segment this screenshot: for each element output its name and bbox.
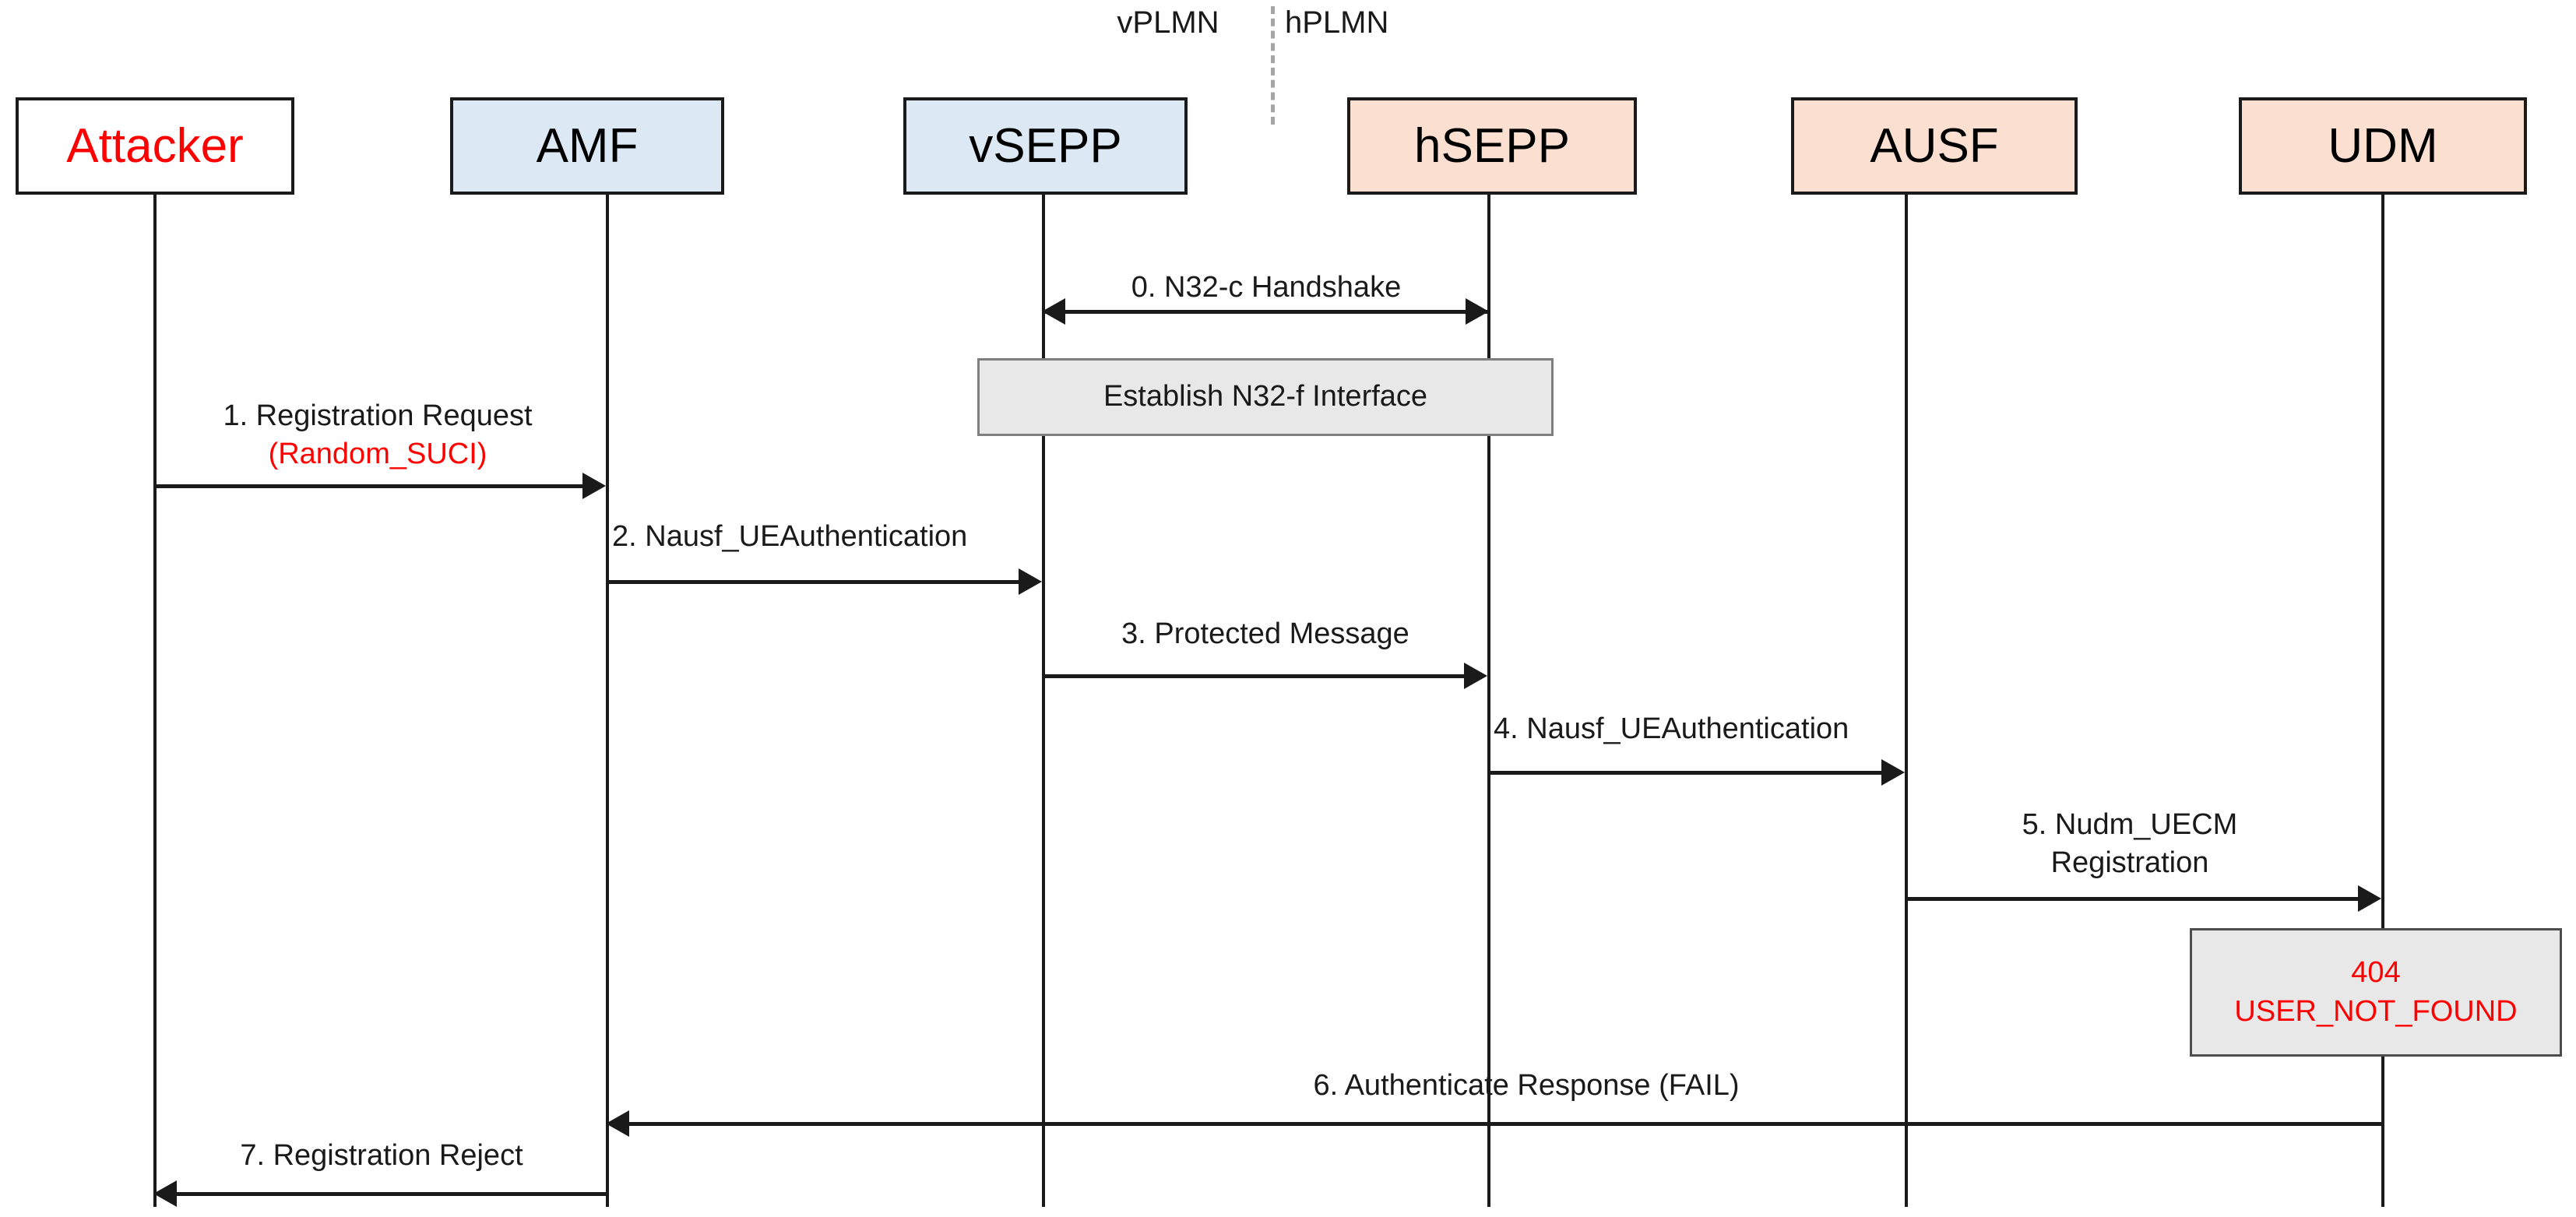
message-label-5-sublabel: Registration: [2050, 846, 2209, 879]
message-line-0: [1043, 310, 1489, 314]
lifeline-vsepp: [1042, 195, 1045, 1207]
message-line-3: [1043, 674, 1466, 678]
lifeline-attacker: [153, 195, 157, 1207]
message-label-0: 0. N32-c Handshake: [1131, 271, 1402, 304]
message-label-5: 5. Nudm_UECM Registration: [1912, 806, 2348, 881]
message-line-5: [1905, 897, 2358, 901]
message-label-1-main: 1. Registration Request: [223, 399, 533, 432]
message-arrowhead-6: [606, 1110, 629, 1137]
message-arrowhead-0-left: [1042, 298, 1065, 325]
message-arrowhead-7: [153, 1180, 177, 1207]
participant-box-amf[interactable]: AMF: [450, 97, 724, 195]
participant-box-attacker[interactable]: Attacker: [16, 97, 294, 195]
message-line-6: [623, 1122, 2381, 1126]
note-error-message: USER_NOT_FOUND: [2234, 994, 2518, 1028]
lifeline-hsepp: [1487, 195, 1490, 1207]
message-label-2: 2. Nausf_UEAuthentication: [612, 520, 968, 553]
message-arrowhead-2: [1019, 568, 1042, 595]
participant-box-vsepp[interactable]: vSEPP: [903, 97, 1188, 195]
message-arrowhead-0-right: [1466, 298, 1489, 325]
zone-label-vplmn: vPLMN: [1117, 5, 1219, 40]
lifeline-udm: [2381, 195, 2384, 1207]
message-label-7: 7. Registration Reject: [240, 1139, 523, 1172]
message-arrowhead-1: [582, 473, 606, 499]
message-arrowhead-5: [2358, 885, 2381, 912]
message-arrowhead-3: [1464, 663, 1487, 689]
zone-label-hplmn: hPLMN: [1285, 5, 1389, 40]
message-arrowhead-4: [1881, 759, 1905, 786]
plmn-divider: [1271, 6, 1275, 125]
note-establish-n32f: Establish N32-f Interface: [977, 358, 1554, 436]
message-line-7: [171, 1192, 607, 1196]
lifeline-amf: [606, 195, 609, 1207]
message-label-1-sublabel: (Random_SUCI): [268, 437, 487, 470]
note-user-not-found: 404 USER_NOT_FOUND: [2190, 928, 2562, 1057]
message-line-1: [155, 484, 584, 488]
message-label-6: 6. Authenticate Response (FAIL): [1313, 1069, 1740, 1102]
lifeline-ausf: [1905, 195, 1908, 1207]
message-line-2: [607, 580, 1020, 584]
message-label-5-main: 5. Nudm_UECM: [2022, 808, 2238, 841]
participant-box-hsepp[interactable]: hSEPP: [1347, 97, 1637, 195]
message-line-4: [1489, 771, 1883, 775]
message-label-4: 4. Nausf_UEAuthentication: [1494, 712, 1849, 745]
message-label-3: 3. Protected Message: [1121, 617, 1409, 650]
note-error-code: 404: [2351, 956, 2401, 990]
participant-box-ausf[interactable]: AUSF: [1791, 97, 2078, 195]
participant-box-udm[interactable]: UDM: [2239, 97, 2527, 195]
message-label-1: 1. Registration Request (Random_SUCI): [148, 397, 607, 473]
